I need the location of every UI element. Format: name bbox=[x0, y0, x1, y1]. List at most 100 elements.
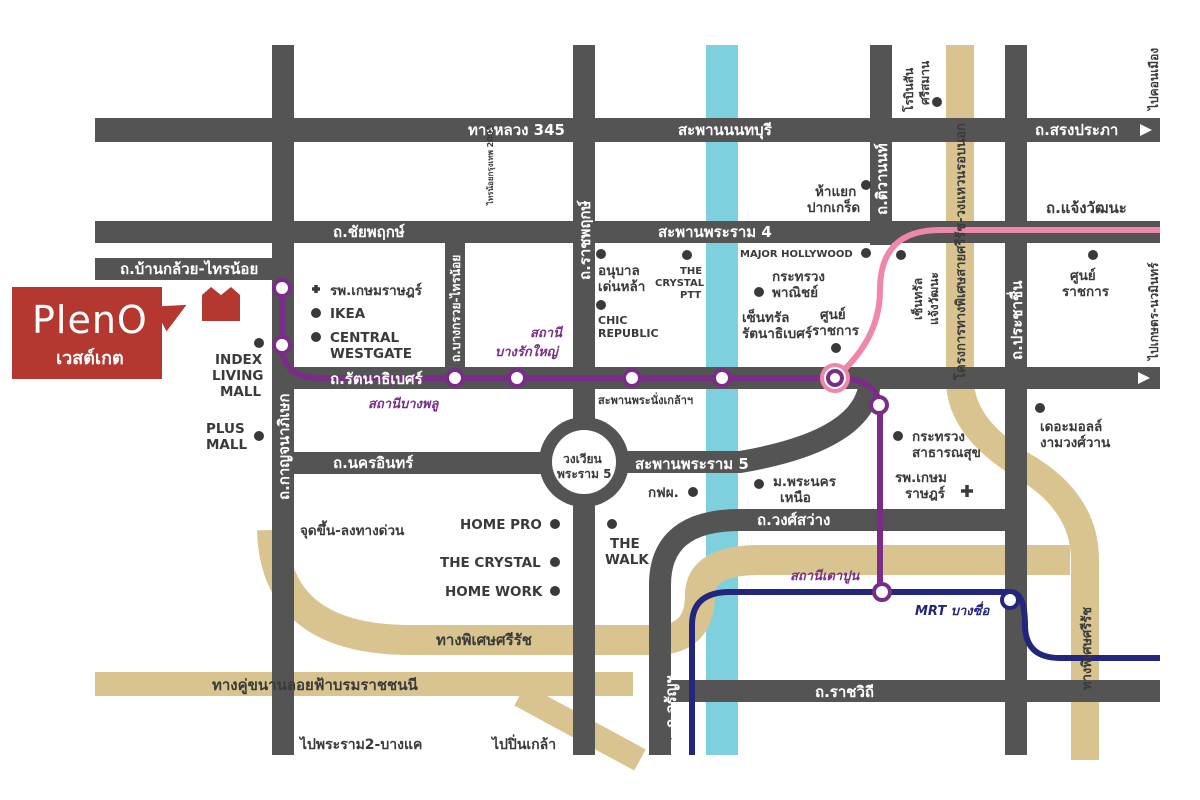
poi-dot bbox=[254, 431, 264, 441]
label-circle-2: พระราม 5 bbox=[557, 467, 611, 481]
poi-dot bbox=[861, 180, 871, 190]
label-prachachuen: ถ.ประชาชื่น bbox=[1006, 280, 1026, 360]
label-boromrat: ทางคู่ขนานลอยฟ้าบรมราชชนนี bbox=[212, 676, 418, 695]
arrow-down-icon bbox=[577, 738, 589, 750]
label-outer-ring: โครงการทางพิเศษสายศรีรัช-วงแหวนรอบนอก bbox=[952, 123, 969, 381]
label-banglen: ถ.บ้านกล้วย-ไทรน้อย bbox=[120, 259, 258, 278]
label-chaiyaphruek: ถ.ชัยพฤกษ์ bbox=[333, 223, 405, 241]
station-circle bbox=[826, 369, 844, 387]
label-si-rat: ทางพิเศษศรีรัช bbox=[436, 631, 532, 649]
label-central-2: WESTGATE bbox=[330, 346, 412, 362]
label-songprapa: ถ.สรงประภา bbox=[1035, 121, 1118, 139]
poi-dot bbox=[596, 300, 606, 310]
hospital-icon bbox=[312, 285, 320, 293]
station-circle bbox=[507, 368, 527, 388]
arrow-down-icon bbox=[276, 738, 288, 750]
label-station-mrt: MRT บางซื่อ bbox=[915, 601, 990, 619]
road-ratchaphruek bbox=[573, 45, 595, 755]
chao-phraya-river bbox=[706, 45, 738, 755]
pink-line bbox=[833, 227, 1160, 381]
label-walk-1: THE bbox=[610, 536, 640, 552]
poi-dot bbox=[754, 479, 764, 489]
label-nang-klao-bridge: สะพานพระนั่งเกล้าฯ bbox=[598, 392, 693, 407]
brand-badge bbox=[12, 287, 162, 379]
label-wongsawang: ถ.วงศ์สว่าง bbox=[757, 511, 830, 529]
poi-dot bbox=[550, 557, 560, 567]
brand-name: PlenO bbox=[32, 298, 148, 342]
poi-dot bbox=[688, 487, 698, 497]
poi-dot bbox=[1088, 250, 1098, 260]
label-crystal-ptt-1: THE bbox=[680, 266, 702, 277]
label-chaengwattana: ถ.แจ้งวัฒนะ bbox=[1046, 199, 1127, 217]
label-nonthaburi-bridge: สะพานนนทบุรี bbox=[678, 121, 773, 140]
label-ratchawithi: ถ.ราชวิถี bbox=[815, 683, 874, 701]
label-highway345: ทางหลวง 345 bbox=[468, 121, 565, 139]
si-rat-vertical-expressway bbox=[946, 45, 1099, 760]
label-govt-2: ราชการ bbox=[812, 323, 860, 339]
road-wongsawang bbox=[649, 509, 1005, 755]
label-central-rattana-2: รัตนาธิเบศร์ bbox=[742, 325, 813, 342]
poi-dot bbox=[932, 97, 942, 107]
station-circle bbox=[872, 582, 892, 602]
stations bbox=[272, 278, 1020, 610]
station-circle bbox=[272, 278, 292, 298]
station-circle bbox=[622, 368, 642, 388]
label-govt-1: ศูนย์ bbox=[820, 306, 846, 323]
poi-dot bbox=[893, 431, 903, 441]
label-anuban-2: เด่นหล้า bbox=[598, 279, 645, 295]
label-index-1: INDEX bbox=[215, 352, 263, 368]
hospital-icon bbox=[961, 485, 973, 497]
road-bangkruai bbox=[445, 221, 465, 381]
label-rattanathibet: ถ.รัตนาธิเบศร์ bbox=[330, 370, 424, 388]
poi-dot bbox=[831, 343, 841, 353]
label-central-1: CENTRAL bbox=[330, 330, 399, 346]
label-circle-1: วงเวียน bbox=[563, 452, 602, 466]
label-kasem-b-2: ราษฎร์ bbox=[905, 485, 946, 502]
label-the-crystal: THE CRYSTAL bbox=[440, 555, 541, 571]
label-home-pro: HOME PRO bbox=[460, 517, 542, 533]
brand-subtitle: เวสต์เกต bbox=[56, 348, 124, 369]
label-index-3: MALL bbox=[220, 384, 261, 400]
poi-dot bbox=[896, 250, 906, 260]
poi-dot bbox=[311, 332, 321, 342]
poi-dots bbox=[254, 97, 1098, 596]
label-robinson-1: โรบินสัน bbox=[901, 67, 916, 113]
label-kasemrad: รพ.เกษมราษฎร์ bbox=[330, 282, 423, 299]
label-exp-entry: จุดขึ้น-ลงทางด่วน bbox=[300, 520, 405, 539]
station-mrt bbox=[1000, 590, 1020, 610]
poi-dot bbox=[607, 519, 617, 529]
road-tiwanon bbox=[870, 45, 892, 245]
road-highway-345 bbox=[95, 118, 1160, 142]
poi-dot bbox=[682, 250, 692, 260]
label-rama4-bridge: สะพานพระราม 4 bbox=[658, 223, 772, 241]
label-chic-2: REPUBLIC bbox=[598, 327, 659, 340]
road-prachachuen bbox=[1005, 45, 1027, 755]
label-egat: กฟผ. bbox=[648, 485, 679, 501]
label-kmutnb-2: เหนือ bbox=[780, 490, 811, 506]
label-station-tao-poon: สถานีเตาปูน bbox=[790, 568, 860, 584]
poi-dot bbox=[861, 248, 871, 258]
poi-dot bbox=[311, 308, 321, 318]
label-mall-ngam-1: เดอะมอลล์ bbox=[1040, 418, 1102, 435]
road-banglen bbox=[95, 258, 280, 280]
label-station-bang-rak-yai-2: บางรักใหญ่ bbox=[495, 344, 560, 360]
station-circle bbox=[445, 368, 465, 388]
poi-dot bbox=[754, 287, 764, 297]
label-central-rattana-1: เซ็นทรัล bbox=[742, 308, 789, 326]
station-circle bbox=[272, 335, 292, 355]
label-pakkret-2: ปากเกร็ด bbox=[807, 198, 860, 216]
label-station-bang-phlu: สถานีบางพลู bbox=[368, 396, 439, 412]
house-icon bbox=[202, 287, 240, 321]
label-to-rama2: ไปพระราม2-บางแค bbox=[298, 735, 422, 753]
station-circle bbox=[869, 395, 889, 415]
road-nakhon-in bbox=[272, 452, 572, 474]
label-crystal-ptt-3: PTT bbox=[680, 290, 701, 301]
label-anuban-1: อนุบาล bbox=[598, 263, 640, 279]
label-kmutnb-1: ม.พระนคร bbox=[773, 474, 837, 490]
poi-dot bbox=[550, 586, 560, 596]
label-govt-b-2: ราชการ bbox=[1062, 284, 1110, 300]
label-crystal-ptt-2: CRYSTAL bbox=[655, 278, 705, 289]
boromrat-elevated-road bbox=[95, 672, 633, 696]
road-chaiyaphruek bbox=[95, 221, 1160, 243]
